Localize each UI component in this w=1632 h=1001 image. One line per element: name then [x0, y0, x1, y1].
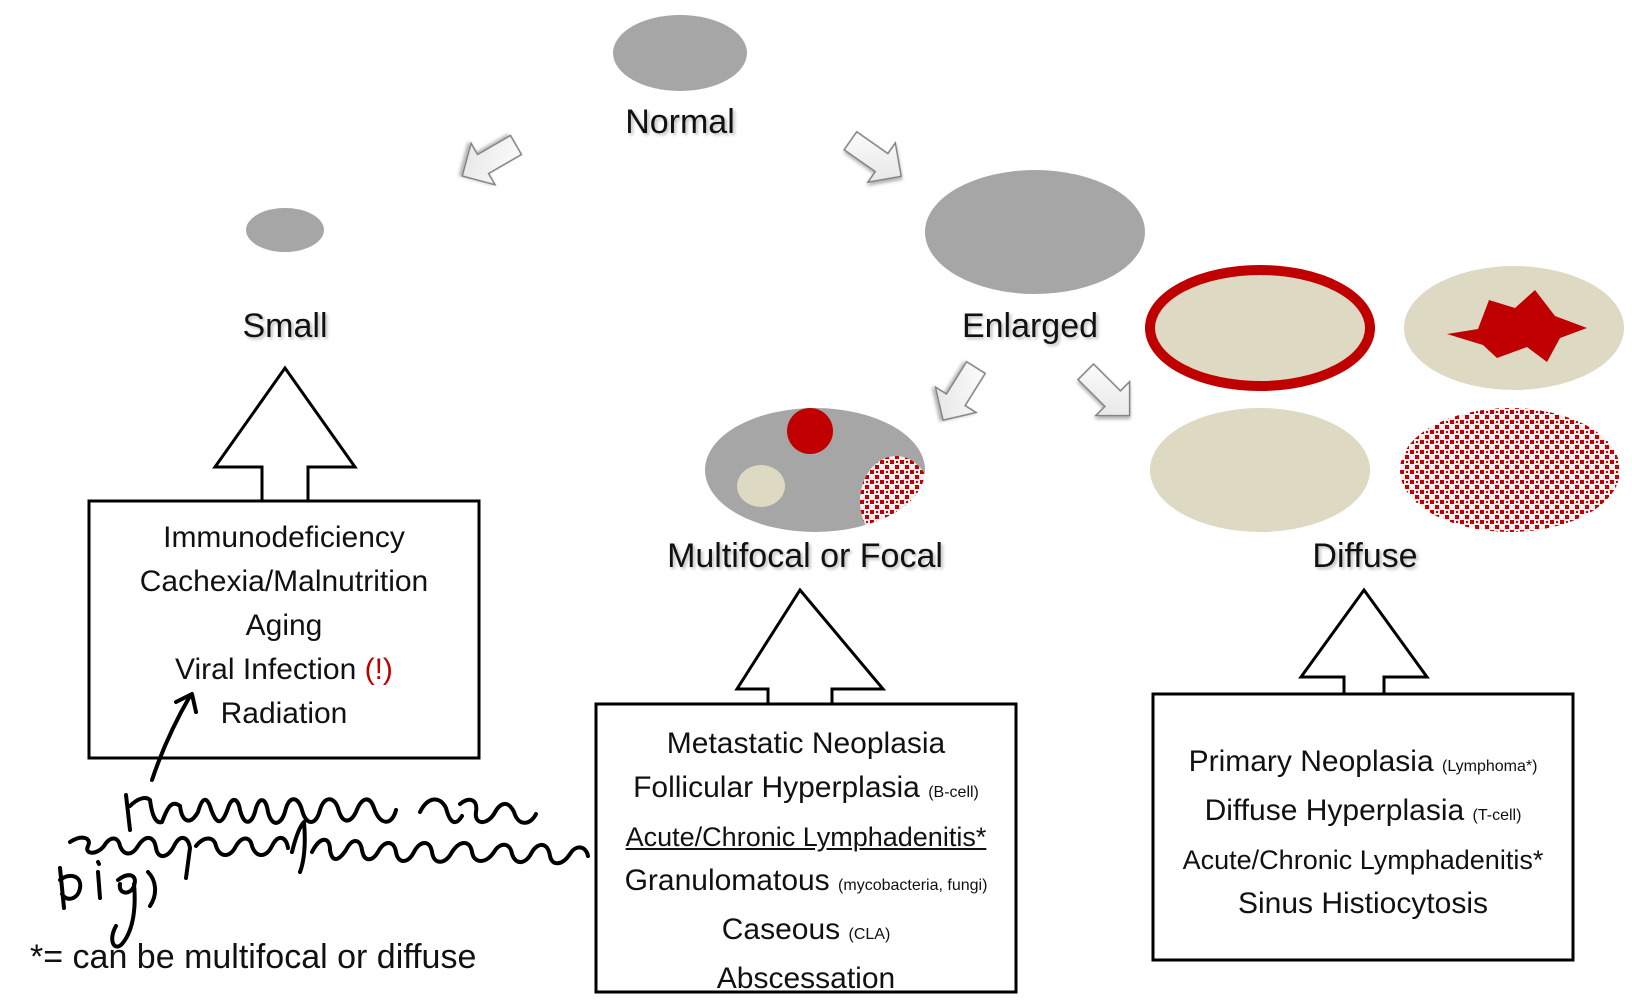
granulomatous-note: (mycobacteria, fungi): [838, 877, 988, 894]
diffuse-up-arrow: [1298, 587, 1430, 696]
multifocal-cause-item: Metastatic Neoplasia: [666, 727, 946, 760]
viral-infection-text: Viral Infection: [175, 653, 357, 686]
small-cause-item: Immunodeficiency: [163, 521, 405, 554]
small-cause-item: Aging: [245, 609, 323, 642]
arrow-to-multifocal: [934, 360, 987, 422]
handwritten-annotation: [58, 692, 590, 949]
enlarged-node: [925, 170, 1145, 294]
multifocal-node: [705, 408, 925, 532]
diffuse-hyperplasia-note: (T-cell): [1472, 807, 1522, 824]
multifocal-causes-box: [594, 702, 1018, 994]
viral-flag: (!): [364, 653, 393, 686]
multifocal-cause-item: Granulomatous (mycobacteria, fungi): [596, 859, 1016, 908]
label-normal: Normal: [625, 103, 735, 141]
follicular-text: Follicular Hyperplasia: [633, 771, 920, 804]
diffuse-plain-node: [1150, 408, 1370, 532]
diffuse-cause-item: Sinus Histiocytosis: [1237, 887, 1489, 920]
small-cause-item: Radiation: [220, 697, 348, 730]
normal-node: [613, 15, 747, 91]
diffuse-causes-box: [1151, 692, 1575, 962]
diffuse-causes-text: Primary Neoplasia (Lymphoma*) Diffuse Hy…: [1153, 740, 1573, 926]
arrow-to-small: [461, 134, 523, 186]
diffuse-cause-item: Diffuse Hyperplasia (T-cell): [1153, 789, 1573, 838]
small-causes-text: Immunodeficiency Cachexia/Malnutrition A…: [89, 516, 479, 736]
multifocal-cause-item: Acute/Chronic Lymphadenitis*: [625, 822, 987, 852]
small-cause-item: Viral Infection (!): [89, 648, 479, 692]
footnote: *= can be multifocal or diffuse: [30, 938, 477, 976]
label-small: Small: [242, 307, 328, 345]
caseous-text: Caseous: [721, 913, 841, 946]
label-diffuse: Diffuse: [1312, 537, 1418, 575]
multifocal-causes-text: Metastatic Neoplasia Follicular Hyperpla…: [596, 722, 1016, 1001]
diffuse-cause-item: Primary Neoplasia (Lymphoma*): [1153, 740, 1573, 789]
multifocal-cause-item: Abscessation: [716, 962, 896, 995]
label-enlarged: Enlarged: [961, 307, 1099, 345]
small-causes-box: [87, 499, 481, 760]
caseous-note: (CLA): [848, 926, 891, 943]
multifocal-cause-item: Follicular Hyperplasia (B-cell): [596, 766, 1016, 815]
arrow-to-enlarged: [843, 130, 903, 184]
small-node: [246, 208, 324, 252]
multifocal-cause-item: Caseous (CLA): [596, 908, 1016, 957]
small-up-arrow: [212, 365, 358, 503]
granulomatous-text: Granulomatous: [624, 864, 830, 897]
primary-neoplasia-note: (Lymphoma*): [1442, 758, 1538, 775]
label-multifocal: Multifocal or Focal: [667, 537, 943, 575]
diffuse-dotted-node: [1400, 408, 1620, 532]
diffuse-hyperplasia-text: Diffuse Hyperplasia: [1204, 794, 1465, 827]
multifocal-up-arrow: [734, 587, 887, 706]
diffuse-cause-item: Acute/Chronic Lymphadenitis*: [1182, 845, 1544, 875]
diffuse-rim-node: [1145, 265, 1375, 391]
arrow-to-diffuse: [1076, 362, 1131, 417]
small-cause-item: Cachexia/Malnutrition: [139, 565, 429, 598]
primary-neoplasia-text: Primary Neoplasia: [1188, 745, 1434, 778]
diffuse-star-node: [1404, 266, 1624, 390]
follicular-note: (B-cell): [928, 784, 979, 801]
